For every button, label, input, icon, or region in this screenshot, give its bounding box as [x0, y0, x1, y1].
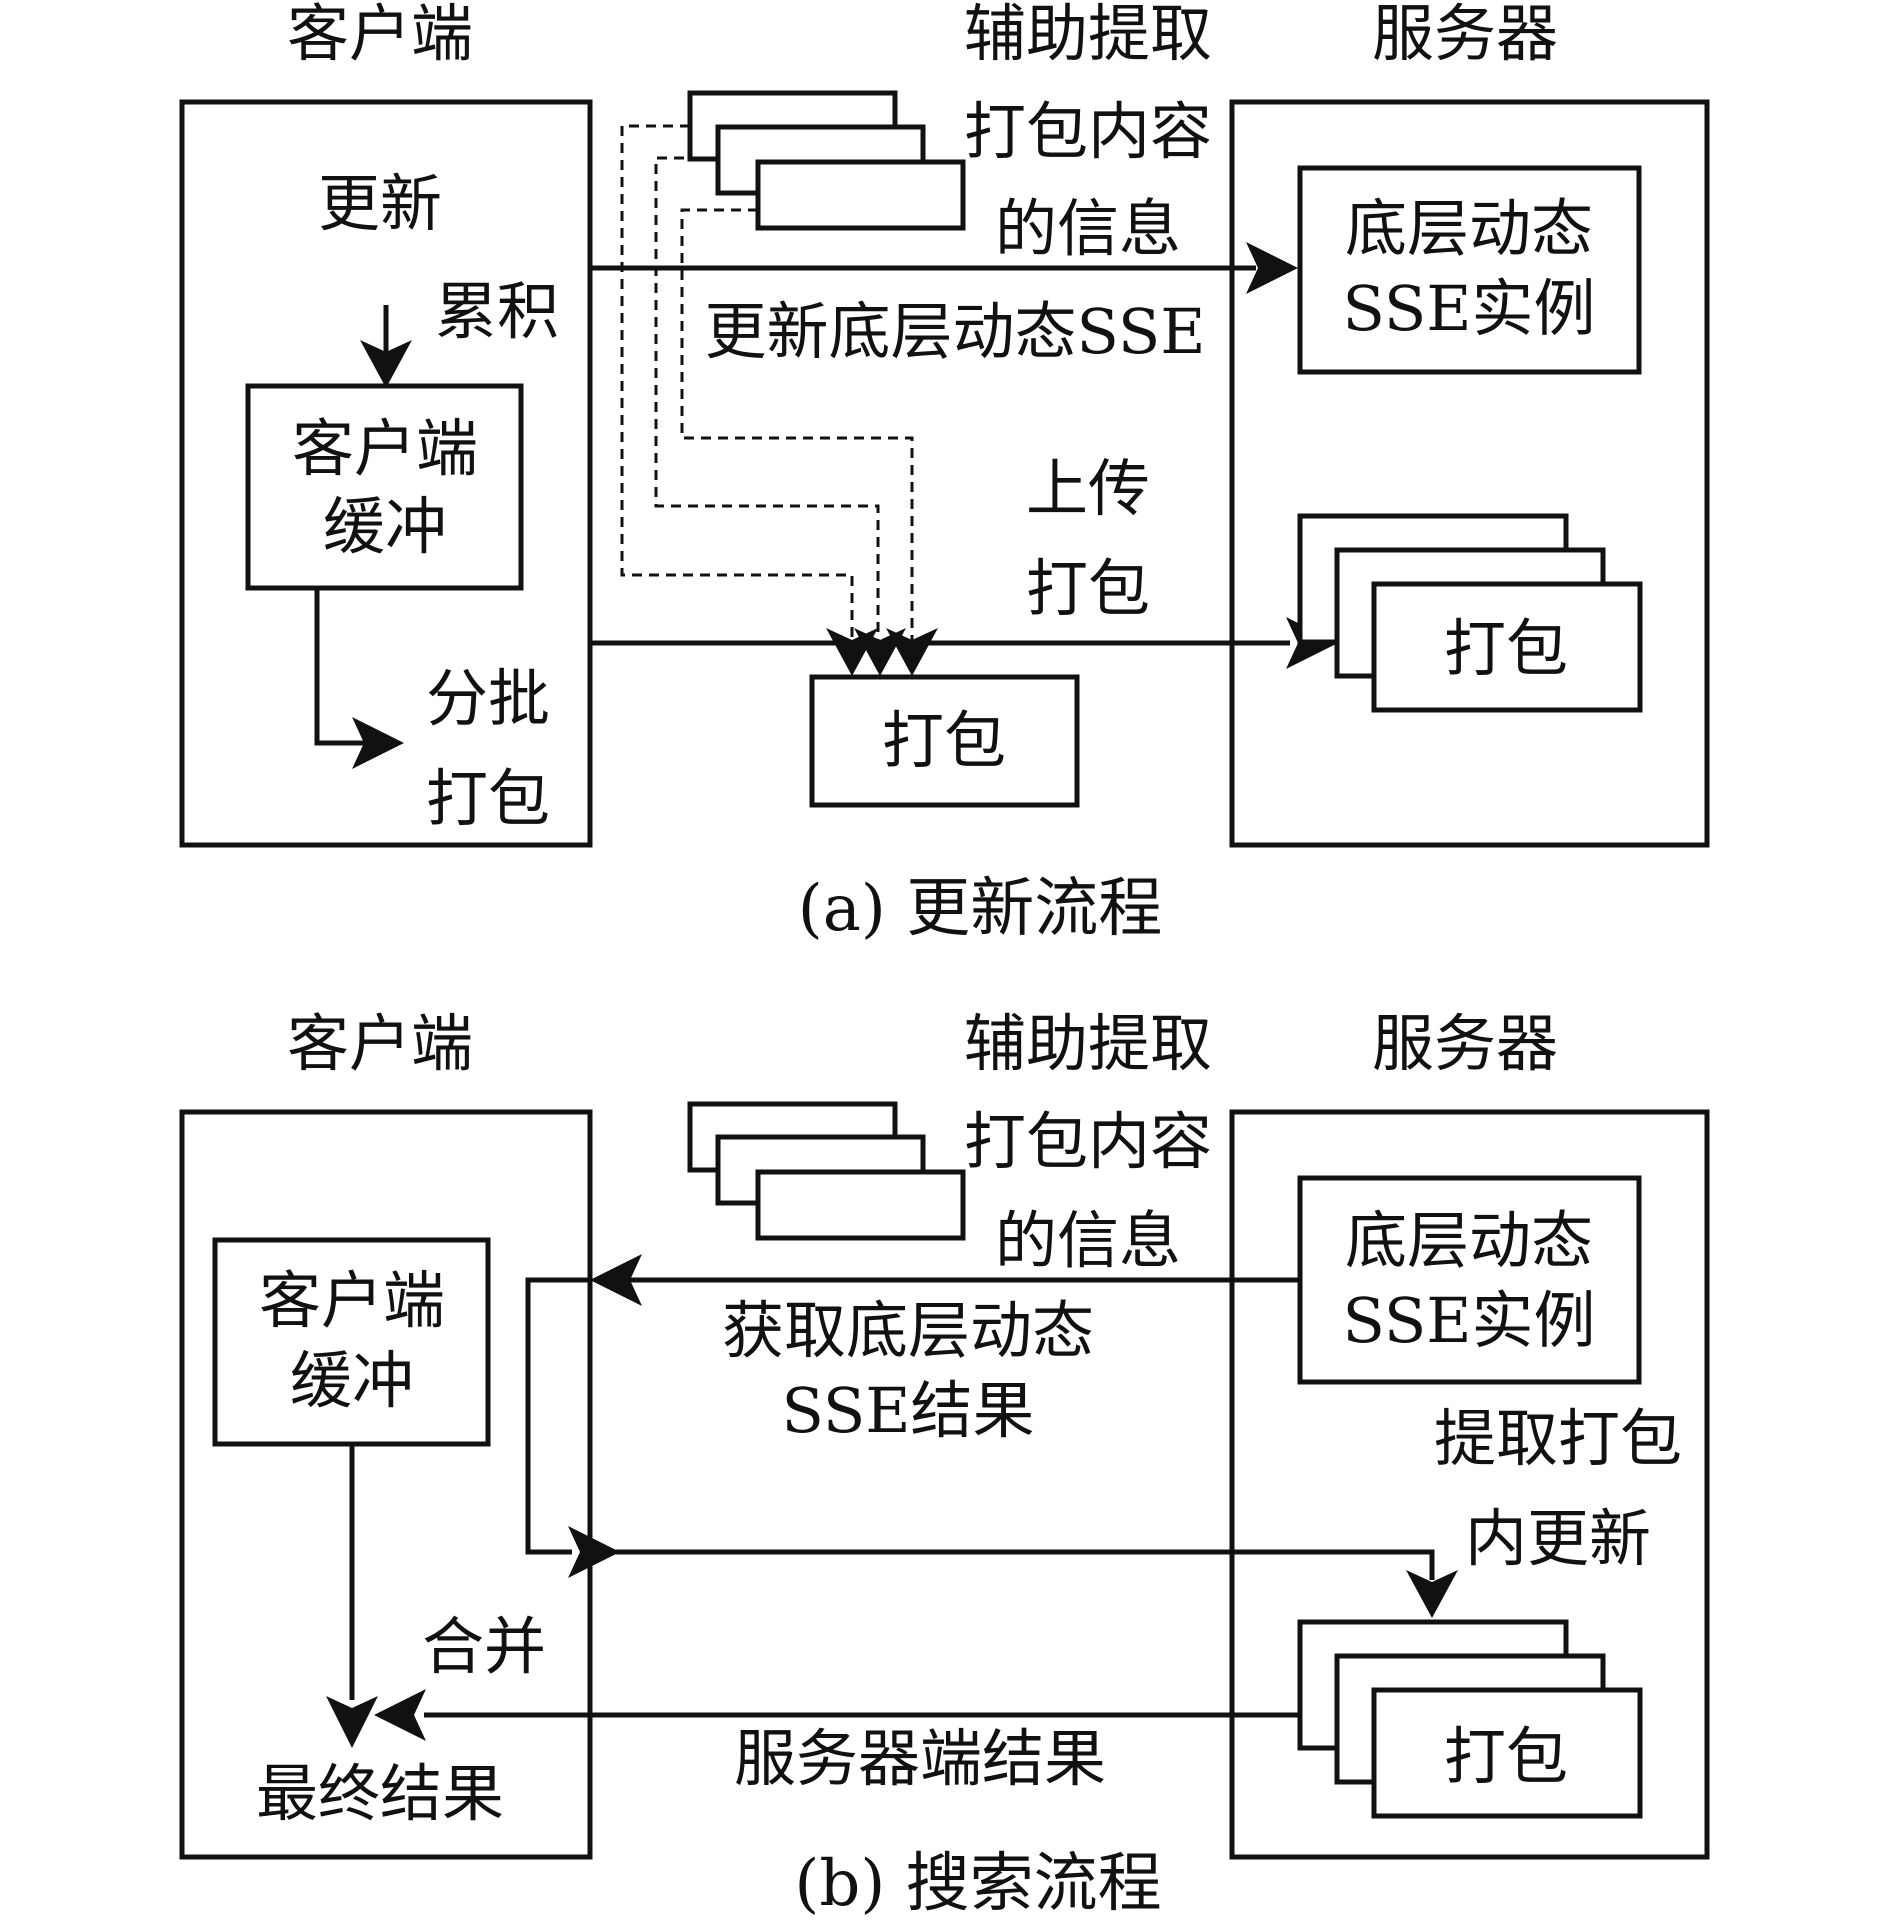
b-extract-line2: 内更新 [1465, 1502, 1651, 1575]
a-update-sse-arrow-head [1246, 242, 1298, 294]
b-server-package-label: 打包 [1444, 1720, 1568, 1793]
b-info-card-3 [755, 1169, 966, 1241]
a-batch-line1: 分批 [426, 662, 550, 735]
b-get-sse-arrow-head [590, 1254, 642, 1306]
b-extract-arrow-head [1406, 1570, 1458, 1618]
b-get-sse-line2: SSE结果 [781, 1374, 1034, 1447]
a-update-label: 更新 [318, 167, 442, 240]
a-client-buffer-line2: 缓冲 [323, 490, 447, 563]
a-batch-arrow-head [352, 717, 404, 769]
b-client-buffer-line1: 客户端 [259, 1264, 445, 1337]
b-loop-arrow-line [525, 1277, 590, 1555]
a-sse-instance-box [1297, 165, 1642, 375]
b-aux-line3: 的信息 [995, 1204, 1181, 1277]
a-update-sse-label: 更新底层动态SSE [704, 295, 1205, 368]
b-sse-instance-box [1297, 1175, 1642, 1385]
b-aux-line1: 辅助提取 [964, 1007, 1212, 1080]
a-info-dashed-line-1 [620, 124, 854, 650]
b-sse-instance-line1: 底层动态 [1345, 1204, 1593, 1277]
b-final-result-label: 最终结果 [256, 1757, 504, 1830]
a-package-arrow-head-3 [886, 628, 938, 676]
panel-a-update-flow: 客户端 辅助提取 服务器 打包内容 的信息 更新 累积 客户端 缓冲 分批 打包… [179, 0, 1710, 946]
a-sse-instance-line1: 底层动态 [1345, 192, 1593, 265]
b-extract-arrow-line [590, 1549, 1435, 1580]
a-upload-line1: 上传 [1026, 452, 1150, 525]
a-aux-line3: 的信息 [995, 192, 1181, 265]
b-server-result-label: 服务器端结果 [734, 1722, 1106, 1795]
b-client-buffer-box [212, 1237, 491, 1447]
a-server-package-label: 打包 [1444, 612, 1568, 685]
b-client-buffer-line2: 缓冲 [290, 1344, 414, 1417]
a-client-buffer-line1: 客户端 [292, 412, 478, 485]
a-package-box [809, 674, 1080, 808]
b-sse-instance-line2: SSE实例 [1342, 1284, 1595, 1357]
a-sse-instance-line2: SSE实例 [1342, 272, 1595, 345]
b-merge-arrow-head [326, 1696, 378, 1748]
b-client-box [179, 1109, 593, 1860]
b-get-sse-line1: 获取底层动态 [722, 1294, 1094, 1367]
b-aux-line2: 打包内容 [964, 1105, 1212, 1178]
a-batch-arrow-line [314, 588, 364, 746]
a-accumulate-label: 累积 [435, 275, 559, 348]
panel-b-search-flow: 客户端 辅助提取 服务器 打包内容 的信息 底层动态 SSE实例 客户端 缓冲 … [179, 1007, 1710, 1920]
a-aux-line2: 打包内容 [964, 95, 1212, 168]
a-aux-line1: 辅助提取 [964, 0, 1212, 70]
a-info-card-3 [755, 159, 966, 231]
a-info-dashed-line-3 [680, 208, 914, 650]
a-server-package-3 [1371, 581, 1643, 713]
a-upload-line2: 打包 [1026, 552, 1150, 625]
a-server-title: 服务器 [1372, 0, 1558, 70]
b-extract-line1: 提取打包 [1434, 1402, 1682, 1475]
a-info-dashed-line-2 [654, 156, 880, 650]
b-server-title: 服务器 [1372, 1007, 1558, 1080]
b-server-package-3 [1371, 1687, 1643, 1819]
a-accumulate-arrow-head [360, 340, 412, 388]
a-client-buffer-box [245, 383, 524, 591]
a-package-label: 打包 [882, 704, 1006, 777]
b-merge-label: 合并 [422, 1610, 546, 1683]
b-server-result-arrow-head [374, 1689, 426, 1741]
a-batch-line2: 打包 [426, 762, 550, 835]
b-client-title: 客户端 [287, 1007, 473, 1080]
b-caption: (b) 搜索流程 [794, 1847, 1161, 1920]
a-client-title: 客户端 [287, 0, 473, 70]
a-caption: (a) 更新流程 [798, 872, 1162, 946]
